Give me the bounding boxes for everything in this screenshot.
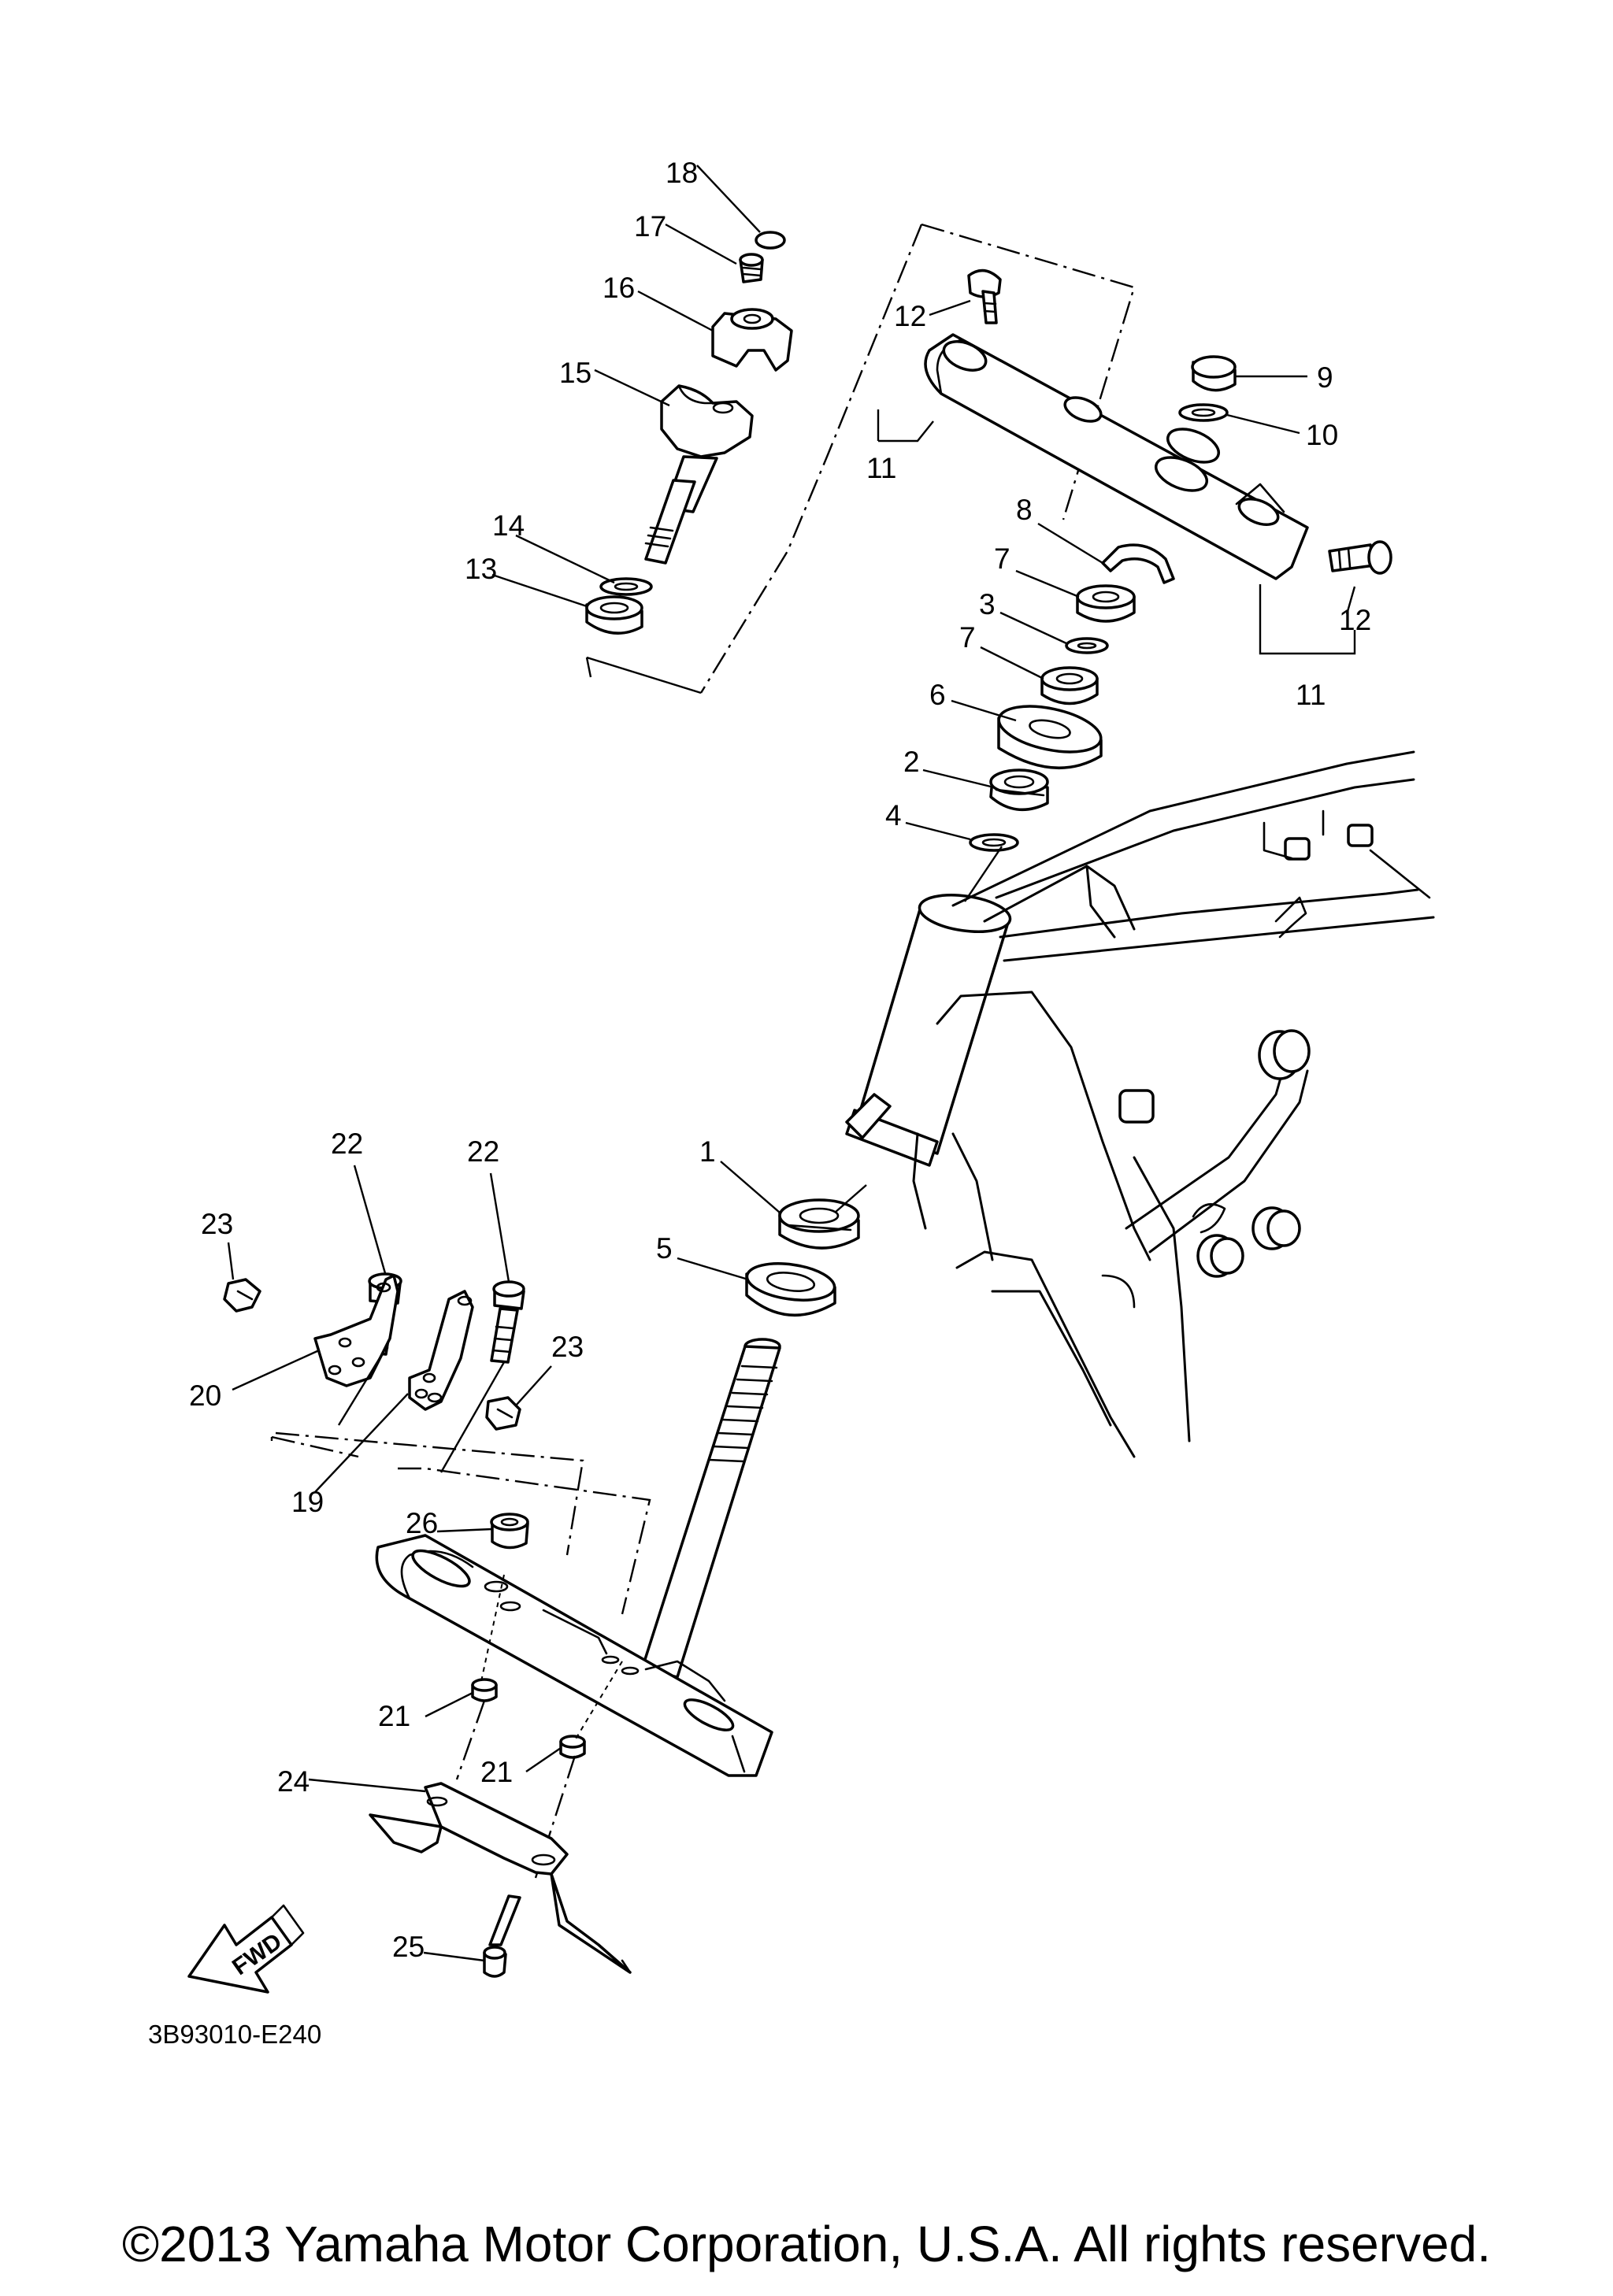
callout-20: 20 bbox=[189, 1379, 221, 1412]
drawing-code: 3B93010-E240 bbox=[148, 2020, 321, 2049]
callout-3: 3 bbox=[979, 588, 996, 620]
copyright-notice: ©2013 Yamaha Motor Corporation, U.S.A. A… bbox=[121, 2216, 1492, 2272]
callout-7: 7 bbox=[959, 621, 976, 654]
callout-23: 23 bbox=[201, 1208, 233, 1240]
callout-10: 10 bbox=[1306, 419, 1338, 451]
callout-22: 22 bbox=[467, 1135, 499, 1168]
callout-22: 22 bbox=[331, 1128, 363, 1160]
callout-15: 15 bbox=[559, 357, 591, 389]
callout-5: 5 bbox=[656, 1232, 673, 1265]
callout-19: 19 bbox=[291, 1486, 324, 1518]
upper-bracket-group bbox=[585, 223, 1392, 852]
callout-18: 18 bbox=[666, 157, 698, 189]
callout-11: 11 bbox=[1296, 679, 1326, 711]
fwd-arrow-icon: FWD bbox=[187, 1904, 305, 1994]
callout-4: 4 bbox=[885, 799, 902, 831]
callout-7: 7 bbox=[994, 543, 1010, 575]
callout-14: 14 bbox=[492, 509, 525, 542]
callout-17: 17 bbox=[634, 210, 666, 243]
handlebar-holders bbox=[585, 231, 793, 635]
callout-13: 13 bbox=[465, 553, 497, 585]
steering-stem-group bbox=[270, 1198, 860, 1978]
callout-21: 21 bbox=[480, 1756, 513, 1788]
callout-9: 9 bbox=[1317, 361, 1333, 394]
callout-26: 26 bbox=[406, 1507, 438, 1539]
leader-lines bbox=[227, 165, 1356, 1962]
callout-6: 6 bbox=[929, 679, 946, 711]
callout-8: 8 bbox=[1016, 494, 1033, 526]
callout-12: 12 bbox=[894, 300, 926, 332]
callout-12: 12 bbox=[1339, 604, 1371, 636]
callout-1: 1 bbox=[699, 1135, 716, 1168]
callout-11: 11 bbox=[866, 452, 896, 484]
callout-21: 21 bbox=[378, 1700, 410, 1732]
stays-group bbox=[223, 1272, 525, 1473]
callout-16: 16 bbox=[603, 272, 635, 304]
frame-drawing bbox=[845, 750, 1435, 1458]
callout-25: 25 bbox=[392, 1931, 425, 1963]
callout-23: 23 bbox=[551, 1331, 584, 1363]
callout-24: 24 bbox=[277, 1765, 310, 1798]
callout-2: 2 bbox=[903, 746, 920, 778]
